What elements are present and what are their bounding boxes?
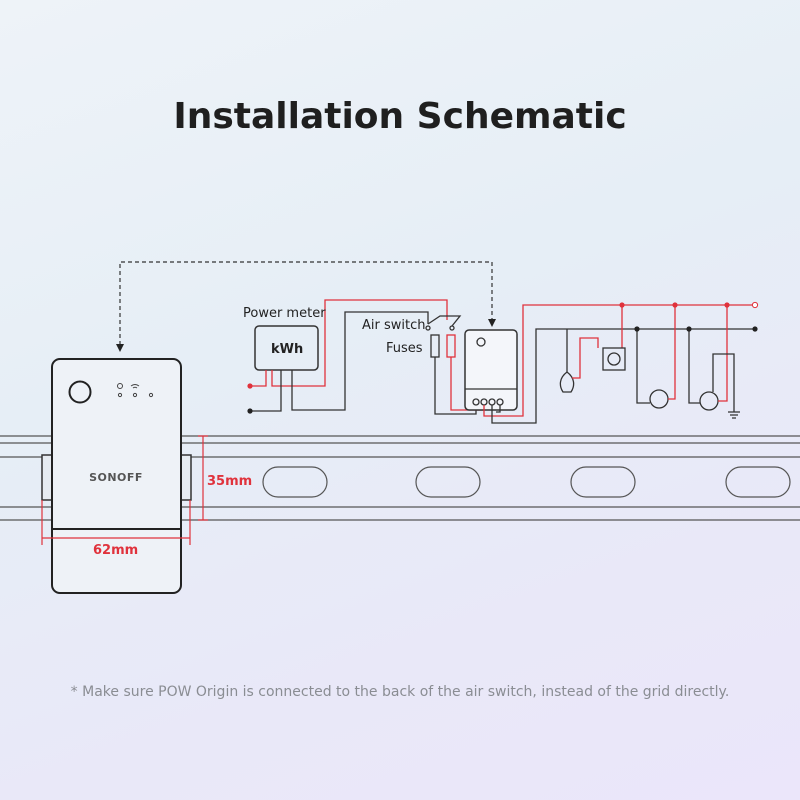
dashed-link-arrow [116, 261, 496, 352]
junction-dots [247, 301, 759, 414]
brand-logo: SONOFF [89, 471, 143, 484]
dimension-35mm [198, 435, 208, 521]
rail-height-label: 35mm [207, 474, 252, 489]
pow-origin-device: SONOFF [41, 358, 192, 594]
fuses-label: Fuses [386, 341, 423, 356]
air-switch-label: Air switch [362, 318, 425, 333]
power-button-icon [68, 380, 92, 404]
installation-note: * Make sure POW Origin is connected to t… [70, 684, 730, 700]
status-led-icons [117, 383, 154, 398]
wiring [250, 299, 755, 424]
dimension-62mm [41, 500, 191, 545]
device-width-label: 62mm [93, 543, 138, 558]
kwh-label: kWh [271, 342, 303, 357]
power-meter-label: Power meter [243, 306, 326, 321]
page-title: Installation Schematic [173, 96, 627, 137]
